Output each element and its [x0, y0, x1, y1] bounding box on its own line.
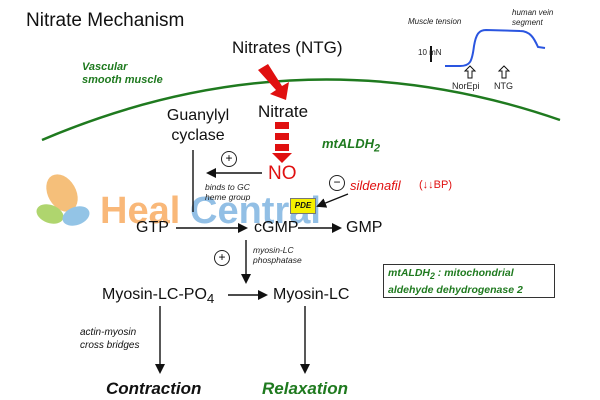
myosin-lc-po4-label: Myosin-LC-PO4: [102, 286, 214, 306]
guanylyl-cyclase-label: Guanylyl cyclase: [160, 106, 236, 146]
vein-line2: segment: [512, 18, 543, 27]
binds-note-line2: heme group: [205, 192, 251, 202]
legend-box: [383, 264, 555, 298]
inset-vein-segment: human vein segment: [512, 8, 553, 28]
binds-note: binds to GC heme group: [205, 182, 250, 202]
relaxation-label: Relaxation: [262, 379, 348, 398]
enzyme-subscript: 2: [374, 142, 381, 155]
nitrates-ntg-label: Nitrates (NTG): [232, 38, 343, 57]
membrane-label-line2: smooth muscle: [82, 74, 163, 86]
cgmp-label: cGMP: [254, 219, 299, 236]
actin-note: actin-myosin cross bridges: [80, 326, 139, 352]
legend-line2: aldehyde dehydrogenase 2: [388, 284, 523, 297]
sildenafil-effect: (↓↓BP): [419, 179, 452, 191]
actin-line2: cross bridges: [80, 340, 140, 351]
minus-sign-sildenafil: −: [329, 175, 345, 191]
myosin-lc-po4-subscript: 4: [206, 291, 215, 307]
nitrate-label: Nitrate: [258, 102, 309, 121]
inset-norepi: NorEpi: [452, 81, 480, 91]
vein-line1: human vein: [512, 8, 554, 17]
membrane-label: Vascular smooth muscle: [82, 61, 163, 87]
norepi-arrow-icon: [463, 65, 477, 79]
inset-muscle-tension: Muscle tension: [408, 17, 462, 26]
membrane-label-line1: Vascular: [82, 61, 128, 73]
legend-enzyme: mtALDH: [388, 267, 430, 279]
pde-box: PDE: [290, 198, 316, 214]
gtp-label: GTP: [136, 219, 169, 236]
plus-sign-no: +: [221, 151, 237, 167]
guanylyl-line1: Guanylyl: [166, 107, 230, 124]
contraction-label: Contraction: [106, 379, 202, 398]
plus-sign-phosphatase: +: [214, 250, 230, 266]
myosin-lc-po4-text: Myosin-LC-PO: [102, 286, 207, 303]
no-label: NO: [268, 163, 297, 184]
page-title: Nitrate Mechanism: [26, 10, 185, 31]
legend-text: mtALDH2 : mitochondrial aldehyde dehydro…: [388, 266, 523, 297]
enzyme-label: mtALDH2: [322, 136, 380, 155]
legend-subscript: 2: [430, 271, 435, 282]
red-entry-arrow: [258, 64, 289, 100]
watermark-heal: Heal: [100, 190, 181, 232]
legend-line1: mtALDH2 : mitochondrial: [388, 266, 523, 283]
inset-ntg: NTG: [494, 81, 513, 91]
phosphatase-note: myosin-LC phosphatase: [253, 245, 302, 265]
myosin-lc-label: Myosin-LC: [273, 286, 350, 303]
sildenafil-label: sildenafil: [350, 178, 401, 193]
legend-rest: : mitochondrial: [434, 267, 514, 279]
actin-line1: actin-myosin: [80, 327, 137, 338]
binds-note-line1: binds to GC: [205, 182, 250, 192]
ntg-arrow-icon: [497, 65, 511, 79]
phosphatase-line2: phosphatase: [253, 255, 302, 265]
enzyme-name: mtALDH: [322, 136, 374, 151]
phosphatase-line1: myosin-LC: [253, 245, 294, 255]
tension-trace: [445, 28, 546, 67]
gmp-label: GMP: [346, 219, 383, 236]
inset-scale: 10 mN: [418, 48, 442, 57]
guanylyl-line2: cyclase: [171, 127, 225, 144]
cell-membrane: [41, 78, 561, 142]
